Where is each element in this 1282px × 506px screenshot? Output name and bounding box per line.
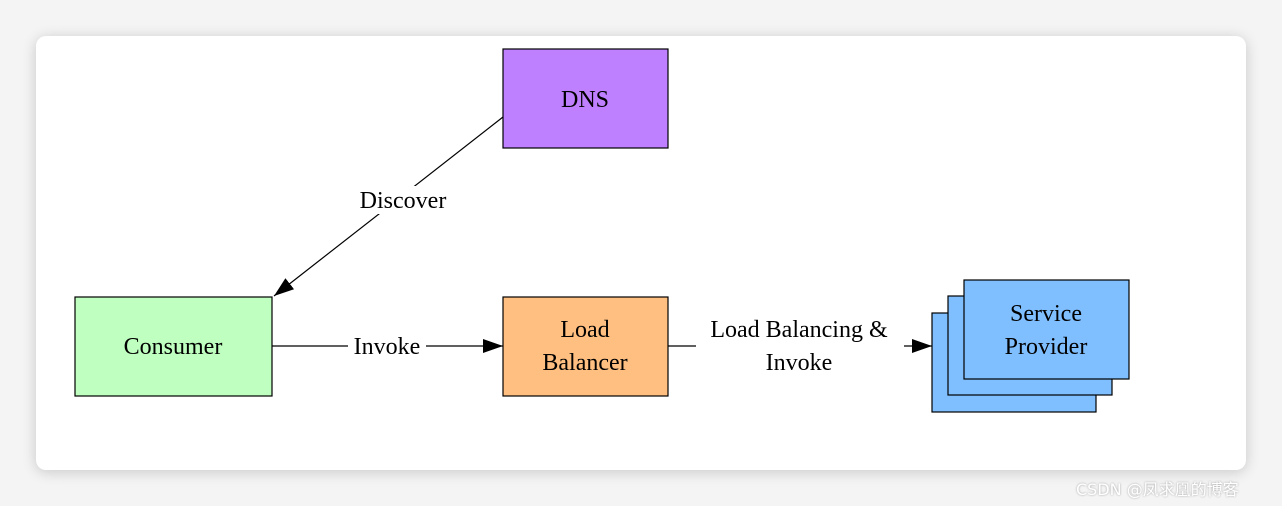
invoke-edge: Invoke [272,332,503,360]
invoke-label-bg [348,332,426,360]
dns-box [502,48,669,149]
service-provider-label-line2: Provider [1005,334,1088,360]
service-provider-label-line1: Service [1010,301,1082,327]
load-balancer-box [502,296,669,397]
consumer-box [74,296,273,397]
consumer-label: Consumer [124,334,223,360]
load-balancer-node: Load Balancer [502,296,669,397]
load-balancer-label-line2: Balancer [542,350,627,376]
load-balancing-label-line1: Load Balancing & [710,317,888,343]
service-provider-node: Service Provider [931,279,1130,413]
load-balancer-label-line1: Load [560,317,609,343]
dns-label: DNS [561,87,609,113]
load-balancing-label-line2: Invoke [766,350,833,376]
consumer-node: Consumer [74,296,273,397]
discover-edge: Discover [273,116,504,297]
load-balancing-edge: Load Balancing & Invoke [668,317,932,376]
dns-node: DNS [502,48,669,149]
discover-label-bg [352,186,454,214]
service-provider-box-front [963,279,1130,380]
watermark: CSDN @凤求凰的博客 [1076,480,1239,499]
invoke-label: Invoke [354,334,421,360]
discover-label: Discover [360,188,447,214]
